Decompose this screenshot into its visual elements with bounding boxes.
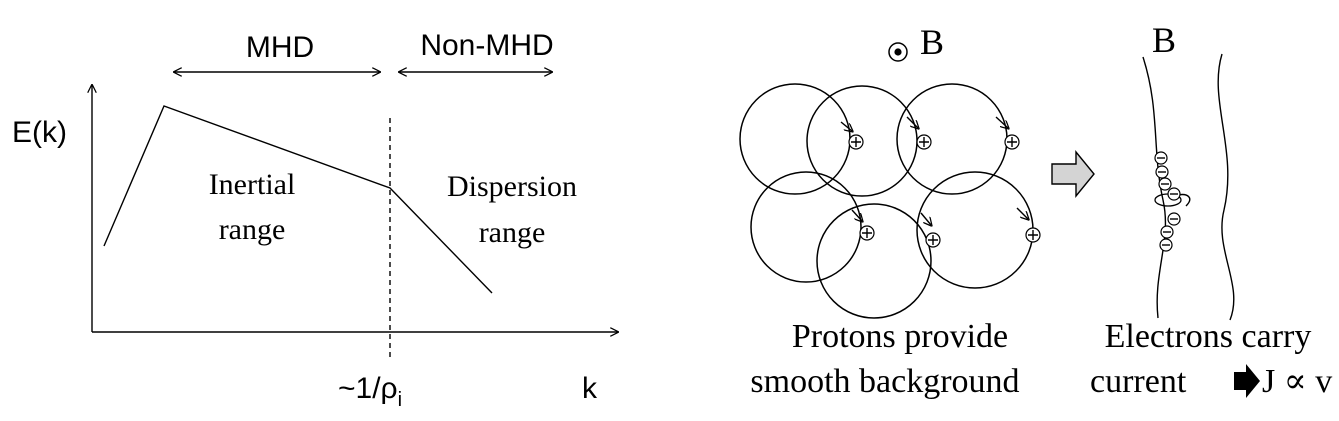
proton-charge <box>1025 227 1041 243</box>
proton-gyration-arrows <box>840 116 1028 225</box>
electron-charge <box>1167 212 1181 226</box>
dispersion-range-label-line2: range <box>479 216 546 249</box>
electron-charge <box>1159 238 1173 252</box>
electron-charge <box>1155 165 1169 179</box>
proton-caption-line2: smooth background <box>750 363 1019 400</box>
electron-current-panel: B Electrons carry current J ∝ v <box>1090 20 1332 400</box>
gyration-arrow <box>840 121 852 131</box>
implies-arrow-icon <box>1234 364 1260 398</box>
field-out-of-page-symbol <box>888 42 908 62</box>
electron-charge <box>1160 225 1174 239</box>
x-axis-label: k <box>582 372 598 405</box>
electron-caption-line2-end: J ∝ v <box>1262 363 1332 400</box>
transition-arrow-icon <box>1051 150 1095 198</box>
proton-charge <box>859 225 875 241</box>
gyration-arrow <box>1016 207 1028 219</box>
gyration-arrow <box>851 209 862 221</box>
field-line <box>1217 53 1235 321</box>
y-axis-label: E(k) <box>12 116 67 149</box>
electron-caption-line2-start: current <box>1090 363 1187 400</box>
proton-charge <box>916 134 932 150</box>
gyration-arrow <box>906 116 918 128</box>
electron-charge <box>1154 151 1168 165</box>
gyration-arrow <box>995 116 1008 128</box>
proton-charge <box>925 232 941 248</box>
proton-orbits-panel: B Protons provide smooth background <box>739 22 1041 400</box>
electron-charges <box>1154 151 1181 252</box>
proton-orbit <box>816 203 932 319</box>
mhd-label: MHD <box>246 31 314 64</box>
gyration-arrow <box>920 212 931 225</box>
proton-charges <box>848 134 1041 248</box>
spectrum-panel: E(k) k MHD Non-MHD Inertial range Disper… <box>12 29 618 411</box>
non-mhd-label: Non-MHD <box>420 29 553 62</box>
proton-charge <box>1004 134 1020 150</box>
proton-charge <box>848 134 864 150</box>
electron-charge <box>1167 187 1181 201</box>
dispersion-range-label-line1: Dispersion <box>447 170 577 203</box>
proton-orbit <box>739 83 851 195</box>
proton-caption-line1: Protons provide <box>792 318 1008 355</box>
proton-field-label: B <box>920 22 944 62</box>
field-line <box>1142 56 1167 319</box>
electron-caption-line1: Electrons carry <box>1105 318 1312 355</box>
electron-charge <box>1158 177 1172 191</box>
spectrum-curve <box>103 105 493 294</box>
inertial-range-label-line1: Inertial <box>209 168 296 201</box>
break-scale-label: ~1/ρi <box>338 372 402 411</box>
electron-field-label: B <box>1152 20 1176 60</box>
inertial-range-label-line2: range <box>219 213 286 246</box>
proton-orbit <box>750 171 862 283</box>
